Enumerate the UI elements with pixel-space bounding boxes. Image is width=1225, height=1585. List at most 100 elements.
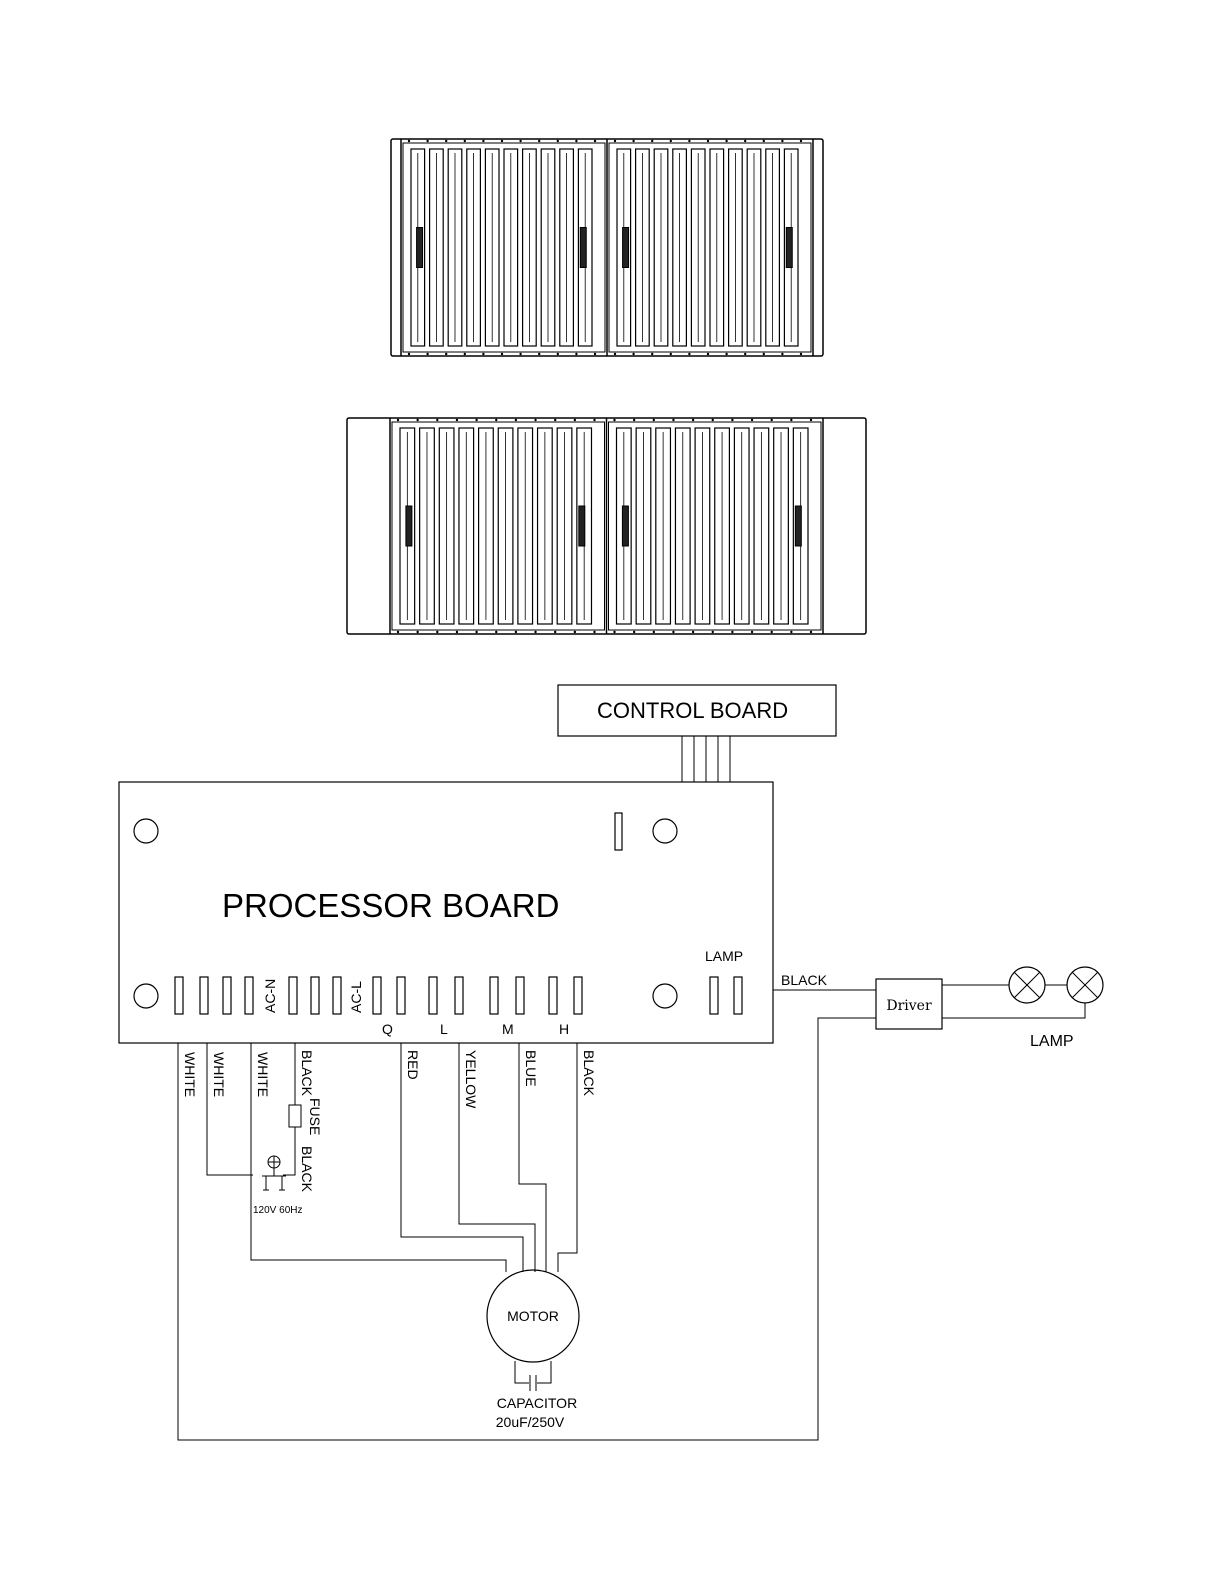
panel-dot xyxy=(594,353,596,355)
panel-dot xyxy=(554,419,556,421)
control-board-label: CONTROL BOARD xyxy=(597,698,788,723)
terminal-pin xyxy=(490,977,498,1014)
mounting-hole xyxy=(653,984,677,1008)
panel-dot xyxy=(408,140,410,142)
panel-dot xyxy=(519,140,521,142)
panel-dot xyxy=(426,353,428,355)
terminal-pin xyxy=(373,977,381,1014)
ac-l-label: AC-L xyxy=(348,981,364,1013)
lamp-header-label: LAMP xyxy=(705,948,743,964)
panel-dot xyxy=(725,140,727,142)
panel-dot xyxy=(575,353,577,355)
panel-dot xyxy=(445,353,447,355)
control-board: CONTROL BOARD xyxy=(558,685,836,782)
wiring: 120V 60Hz WHITE WHITE WHITE BLACK FUSE B… xyxy=(178,1018,876,1440)
wire-label-black: BLACK xyxy=(299,1050,315,1097)
panel-dot xyxy=(712,419,714,421)
panel-dot xyxy=(800,353,802,355)
fuse xyxy=(289,1105,301,1127)
panel-dot xyxy=(725,353,727,355)
terminal-pin xyxy=(429,977,437,1014)
panel-dot xyxy=(426,140,428,142)
panel-dot xyxy=(614,140,616,142)
panel-dot xyxy=(515,631,517,633)
panel-dot xyxy=(416,419,418,421)
wire-label-white: WHITE xyxy=(255,1052,271,1097)
filter-handle xyxy=(623,228,629,268)
panel-dot xyxy=(810,631,812,633)
processor-board: PROCESSOR BOARD LAMP AC-N AC-L Q L M H xyxy=(119,782,773,1043)
panel-dot xyxy=(557,140,559,142)
terminal-pin xyxy=(397,977,405,1014)
panel-dot xyxy=(613,631,615,633)
panel-dot xyxy=(632,140,634,142)
wire-label-black: BLACK xyxy=(299,1146,315,1193)
wire-label-blue: BLUE xyxy=(523,1050,539,1087)
panel-dot xyxy=(781,353,783,355)
panel-dot xyxy=(593,419,595,421)
panel-dot xyxy=(707,140,709,142)
terminal-pin xyxy=(245,977,253,1014)
panel-dot xyxy=(751,631,753,633)
wire-label-black: BLACK xyxy=(581,1050,597,1097)
lamp-icon xyxy=(1009,967,1045,1003)
filter-handle xyxy=(579,506,585,546)
panel-dot xyxy=(633,419,635,421)
panel-dot xyxy=(557,353,559,355)
terminal-pin xyxy=(734,977,742,1014)
panel-dot xyxy=(574,631,576,633)
filter-handle xyxy=(622,506,628,546)
filter-handle xyxy=(786,228,792,268)
panel-dot xyxy=(672,419,674,421)
filter-handle xyxy=(580,228,586,268)
panel-dot xyxy=(613,419,615,421)
panel-dot xyxy=(456,631,458,633)
panel-dot xyxy=(672,631,674,633)
panel-dot xyxy=(436,631,438,633)
supply-label: 120V 60Hz xyxy=(253,1205,302,1216)
capacitor-rating: 20uF/250V xyxy=(496,1414,565,1430)
panel-dot xyxy=(456,419,458,421)
panel-dot xyxy=(633,631,635,633)
filter-handle xyxy=(406,506,412,546)
panel-dot xyxy=(519,353,521,355)
panel-dot xyxy=(538,353,540,355)
panel-dot xyxy=(475,419,477,421)
panel-dot xyxy=(692,631,694,633)
panel-dot xyxy=(731,419,733,421)
wire-label-white: WHITE xyxy=(211,1052,227,1097)
panel-dot xyxy=(744,353,746,355)
terminal-pin xyxy=(223,977,231,1014)
filter-panel-top xyxy=(391,139,823,356)
panel-dot xyxy=(594,140,596,142)
terminal-pin xyxy=(455,977,463,1014)
terminal-connectors xyxy=(175,977,742,1014)
panel-dot xyxy=(790,419,792,421)
panel-dot xyxy=(651,353,653,355)
panel-dot xyxy=(501,353,503,355)
terminal-q-label: Q xyxy=(382,1021,393,1037)
panel-dot xyxy=(408,353,410,355)
panel-dot xyxy=(495,419,497,421)
panel-dot xyxy=(593,631,595,633)
terminal-pin xyxy=(289,977,297,1014)
panel-dot xyxy=(495,631,497,633)
panel-dot xyxy=(810,419,812,421)
terminal-pin xyxy=(311,977,319,1014)
motor: MOTOR CAPACITOR 20uF/250V xyxy=(487,1270,579,1430)
panel-dot xyxy=(763,353,765,355)
panel-dot xyxy=(688,140,690,142)
panel-dot xyxy=(771,419,773,421)
wire-label-red: RED xyxy=(405,1050,421,1080)
panel-dot xyxy=(653,419,655,421)
panel-dot xyxy=(554,631,556,633)
panel-dot xyxy=(464,353,466,355)
terminal-pin xyxy=(516,977,524,1014)
panel-dot xyxy=(751,419,753,421)
terminal-m-label: M xyxy=(502,1021,514,1037)
panel-dot xyxy=(614,353,616,355)
motor-label: MOTOR xyxy=(507,1308,559,1324)
panel-dot xyxy=(397,631,399,633)
panel-dot xyxy=(651,140,653,142)
panel-dot xyxy=(744,140,746,142)
